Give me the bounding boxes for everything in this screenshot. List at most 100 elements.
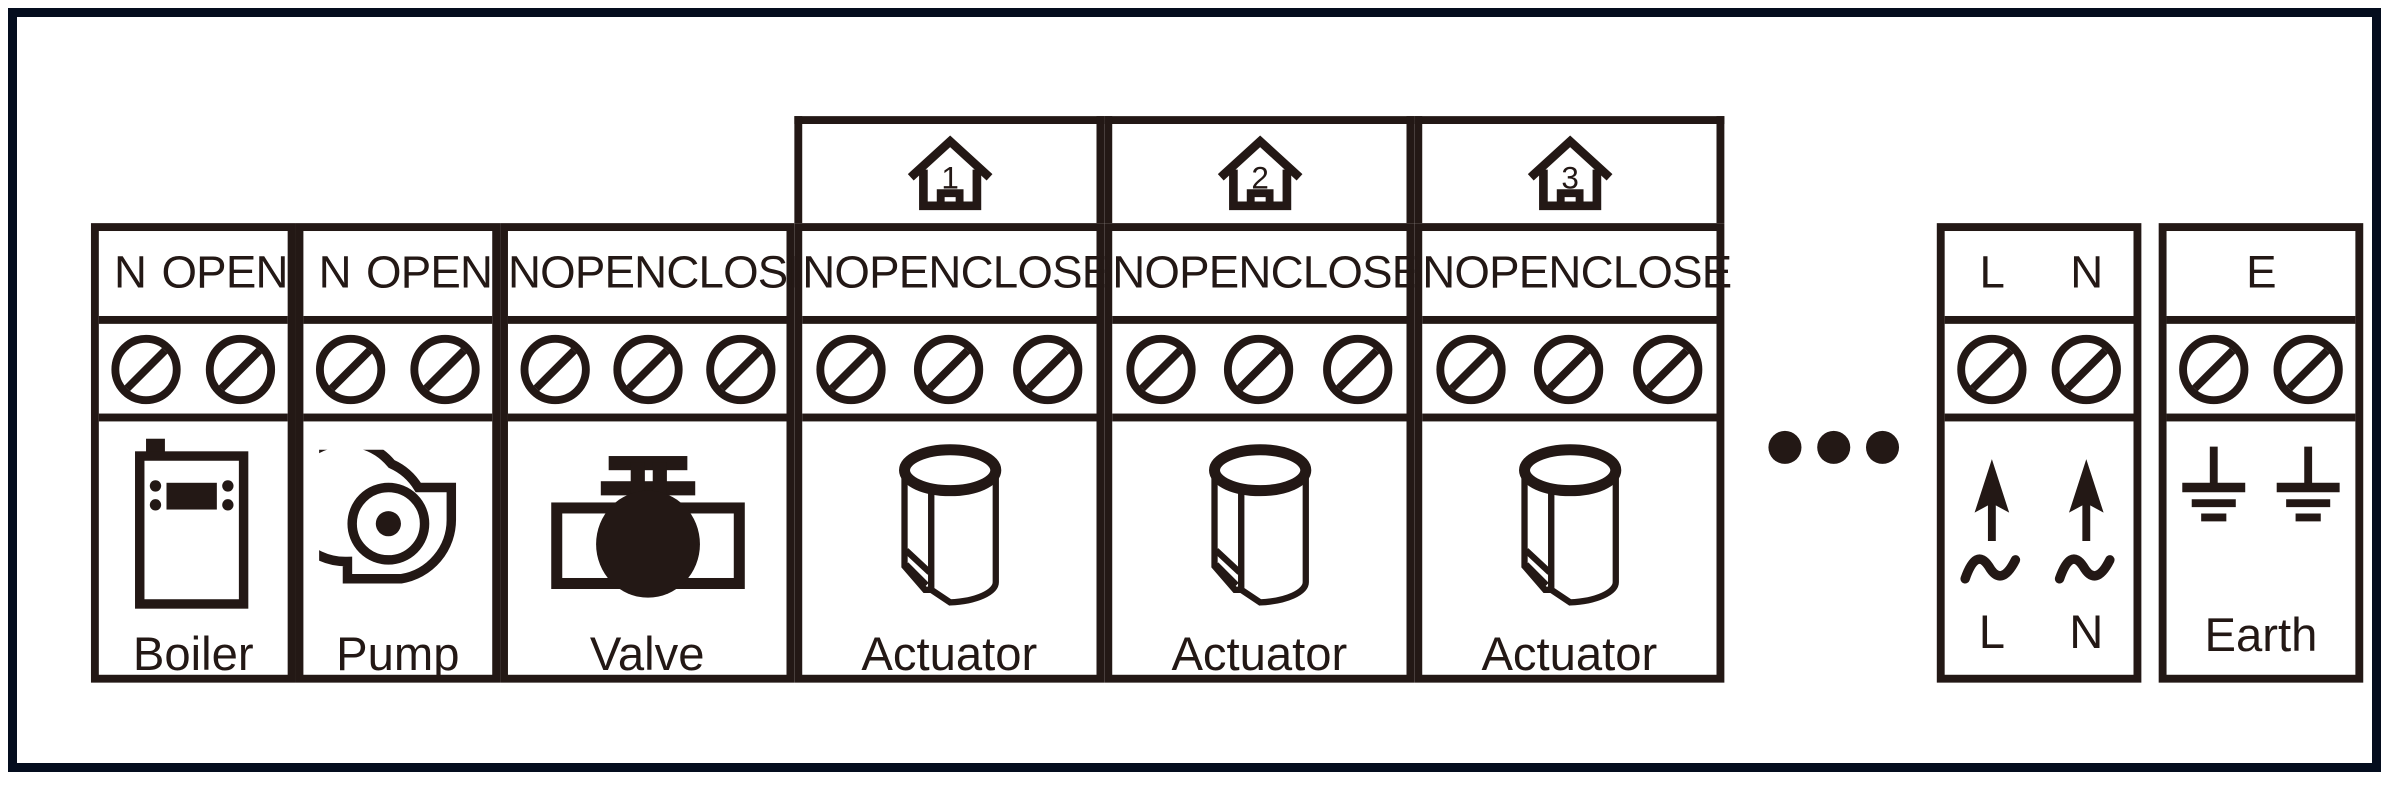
actuator-1-device-label: Actuator [861, 629, 1038, 682]
ac-source-arrow-icon [1960, 459, 2021, 584]
actuator-1-terminal-label-n: N [802, 247, 835, 298]
actuator-1-device-cell: Actuator [802, 421, 1096, 682]
supply-symbol-l [1945, 456, 2039, 607]
house-cap-3: 3 [1414, 116, 1725, 224]
actuator-icon [1518, 444, 1621, 606]
boiler-terminal-labels: N OPEN [98, 231, 288, 324]
supply-screw-n[interactable] [2039, 333, 2133, 405]
module-earth[interactable]: E [2158, 223, 2364, 683]
module-valve[interactable]: N OPEN CLOSE [500, 223, 818, 683]
earth-screw-1[interactable] [2167, 333, 2261, 405]
actuator-3-screw-n[interactable] [1422, 333, 1520, 405]
valve-device-label: Valve [589, 629, 705, 682]
house-3-icon: 3 [1527, 134, 1612, 210]
screw-terminal-icon [410, 334, 480, 404]
actuator-3-icon-wrap [1497, 421, 1642, 629]
earth-symbol-1 [2167, 440, 2261, 534]
actuator-1-screw-open[interactable] [900, 333, 998, 405]
valve-screw-open[interactable] [601, 333, 694, 405]
continuation-dots [1768, 429, 1900, 464]
actuator-2-terminal-labels: N OPEN CLOSE [1112, 231, 1422, 324]
actuator-2-screw-close[interactable] [1308, 333, 1406, 405]
actuator-1-screw-row [802, 324, 1097, 422]
earth-screw-row [2166, 324, 2356, 422]
pump-device-label: Pump [336, 629, 460, 682]
boiler-terminal-label-open: OPEN [161, 247, 288, 298]
earth-screw-2[interactable] [2261, 333, 2355, 405]
pump-screw-n[interactable] [303, 333, 397, 405]
diagram-outer-frame: 1 2 3 N OPEN [8, 8, 2381, 772]
house-1-icon: 1 [907, 134, 992, 210]
boiler-screw-open[interactable] [193, 333, 287, 405]
module-actuator-1[interactable]: N OPEN CLOSE [794, 223, 1112, 683]
screw-terminal-icon [519, 334, 590, 404]
screw-terminal-icon [705, 334, 775, 404]
earth-symbol-row [2167, 421, 2356, 610]
earth-terminal-labels: E [2166, 231, 2356, 324]
boiler-screw-n[interactable] [99, 333, 193, 405]
module-mains-supply[interactable]: L N [1936, 223, 2142, 683]
screw-terminal-icon [1436, 334, 1506, 404]
valve-terminal-label-close: CLOSE [666, 247, 818, 298]
actuator-1-terminal-labels: N OPEN CLOSE [802, 231, 1112, 324]
terminal-block-board: 1 2 3 N OPEN [17, 17, 2390, 782]
actuator-icon [1208, 444, 1311, 606]
actuator-2-terminal-label-close: CLOSE [1270, 247, 1423, 298]
actuator-1-terminal-label-close: CLOSE [960, 247, 1113, 298]
actuator-2-device-cell: Actuator [1112, 421, 1406, 682]
valve-device-cell: Valve [508, 421, 787, 682]
boiler-icon-wrap [121, 421, 266, 629]
actuator-3-screw-row [1422, 324, 1717, 422]
actuator-3-screw-open[interactable] [1520, 333, 1618, 405]
earth-device-cell: Earth [2167, 421, 2356, 682]
valve-screw-n[interactable] [508, 333, 601, 405]
supply-bottom-label-l: L [1978, 607, 2006, 660]
valve-terminal-label-n: N [507, 247, 541, 298]
earth-ground-icon [2276, 446, 2340, 522]
screw-terminal-icon [1534, 334, 1604, 404]
actuator-1-screw-close[interactable] [998, 333, 1096, 405]
module-actuator-3[interactable]: N OPEN CLOSE [1414, 223, 1732, 683]
actuator-3-terminal-label-close: CLOSE [1580, 247, 1733, 298]
supply-bottom-label-n: N [2069, 607, 2104, 660]
supply-terminal-label-n: N [2070, 247, 2103, 298]
house-3-number: 3 [1561, 160, 1579, 195]
boiler-device-cell: Boiler [99, 421, 288, 682]
actuator-2-screw-open[interactable] [1210, 333, 1308, 405]
pump-icon-wrap [319, 421, 476, 629]
earth-bottom-label: Earth [2204, 610, 2318, 663]
boiler-device-label: Boiler [132, 629, 254, 682]
screw-terminal-icon [315, 334, 386, 404]
actuator-1-icon-wrap [877, 421, 1022, 629]
supply-screw-l[interactable] [1945, 333, 2039, 405]
valve-screw-close[interactable] [694, 333, 787, 405]
actuator-2-screw-row [1112, 324, 1407, 422]
actuator-2-screw-n[interactable] [1112, 333, 1210, 405]
valve-icon [550, 456, 745, 598]
pump-terminal-label-open: OPEN [366, 247, 493, 298]
actuator-2-icon-wrap [1187, 421, 1332, 629]
screw-terminal-icon [612, 334, 682, 404]
valve-terminal-label-open: OPEN [540, 247, 667, 298]
supply-terminal-label-l: L [1979, 247, 2005, 298]
module-pump[interactable]: N OPEN [295, 223, 501, 683]
actuator-3-screw-close[interactable] [1618, 333, 1716, 405]
module-boiler[interactable]: N OPEN [90, 223, 296, 683]
valve-terminal-labels: N OPEN CLOSE [507, 231, 818, 324]
actuator-3-terminal-label-n: N [1422, 247, 1455, 298]
pump-device-cell: Pump [303, 421, 492, 682]
house-2-icon: 2 [1217, 134, 1302, 210]
valve-screw-row [507, 324, 787, 422]
actuator-1-terminal-label-open: OPEN [834, 247, 961, 298]
screw-terminal-icon [1224, 334, 1294, 404]
screw-terminal-icon [1012, 334, 1083, 404]
boiler-terminal-label-n: N [114, 247, 147, 298]
earth-symbol-2 [2261, 440, 2355, 534]
screw-terminal-icon [2051, 334, 2121, 404]
module-actuator-2[interactable]: N OPEN CLOSE [1104, 223, 1422, 683]
actuator-3-device-label: Actuator [1481, 629, 1658, 682]
pump-screw-open[interactable] [398, 333, 492, 405]
screw-terminal-icon [1632, 334, 1703, 404]
actuator-1-screw-n[interactable] [802, 333, 900, 405]
actuator-2-terminal-label-n: N [1112, 247, 1145, 298]
